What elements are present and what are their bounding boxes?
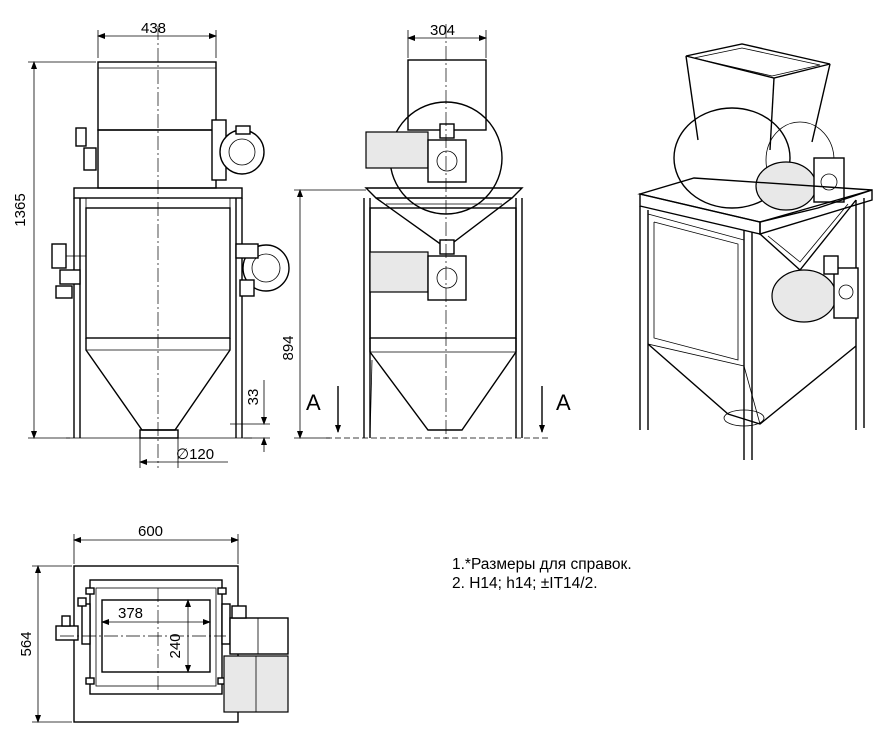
dim-outlet-diameter: ∅120 — [176, 446, 214, 463]
dim-plan-width: 600 — [138, 523, 163, 540]
dim-side-frame-height: 894 — [280, 335, 297, 360]
dim-front-height: 1365 — [12, 193, 29, 226]
dim-front-width: 438 — [141, 20, 166, 37]
dim-plan-inner-width: 240 — [167, 633, 184, 658]
side-view: 304 894 A A — [280, 22, 571, 440]
drawing-notes: 1.*Размеры для справок. 2. H14; h14; ±IT… — [452, 555, 632, 593]
note-2: 2. H14; h14; ±IT14/2. — [452, 575, 598, 592]
plan-view: 600 564 378 240 — [18, 523, 289, 723]
section-label-left: A — [306, 390, 321, 415]
isometric-view — [637, 43, 873, 460]
front-view: 438 1365 33 ∅120 — [12, 20, 290, 468]
dim-plan-depth: 564 — [18, 631, 35, 656]
note-1: 1.*Размеры для справок. — [452, 556, 632, 573]
dim-outlet-height: 33 — [245, 389, 262, 406]
dim-side-width: 304 — [430, 22, 455, 39]
section-label-right: A — [556, 390, 571, 415]
dim-plan-inner-length: 378 — [118, 605, 143, 622]
